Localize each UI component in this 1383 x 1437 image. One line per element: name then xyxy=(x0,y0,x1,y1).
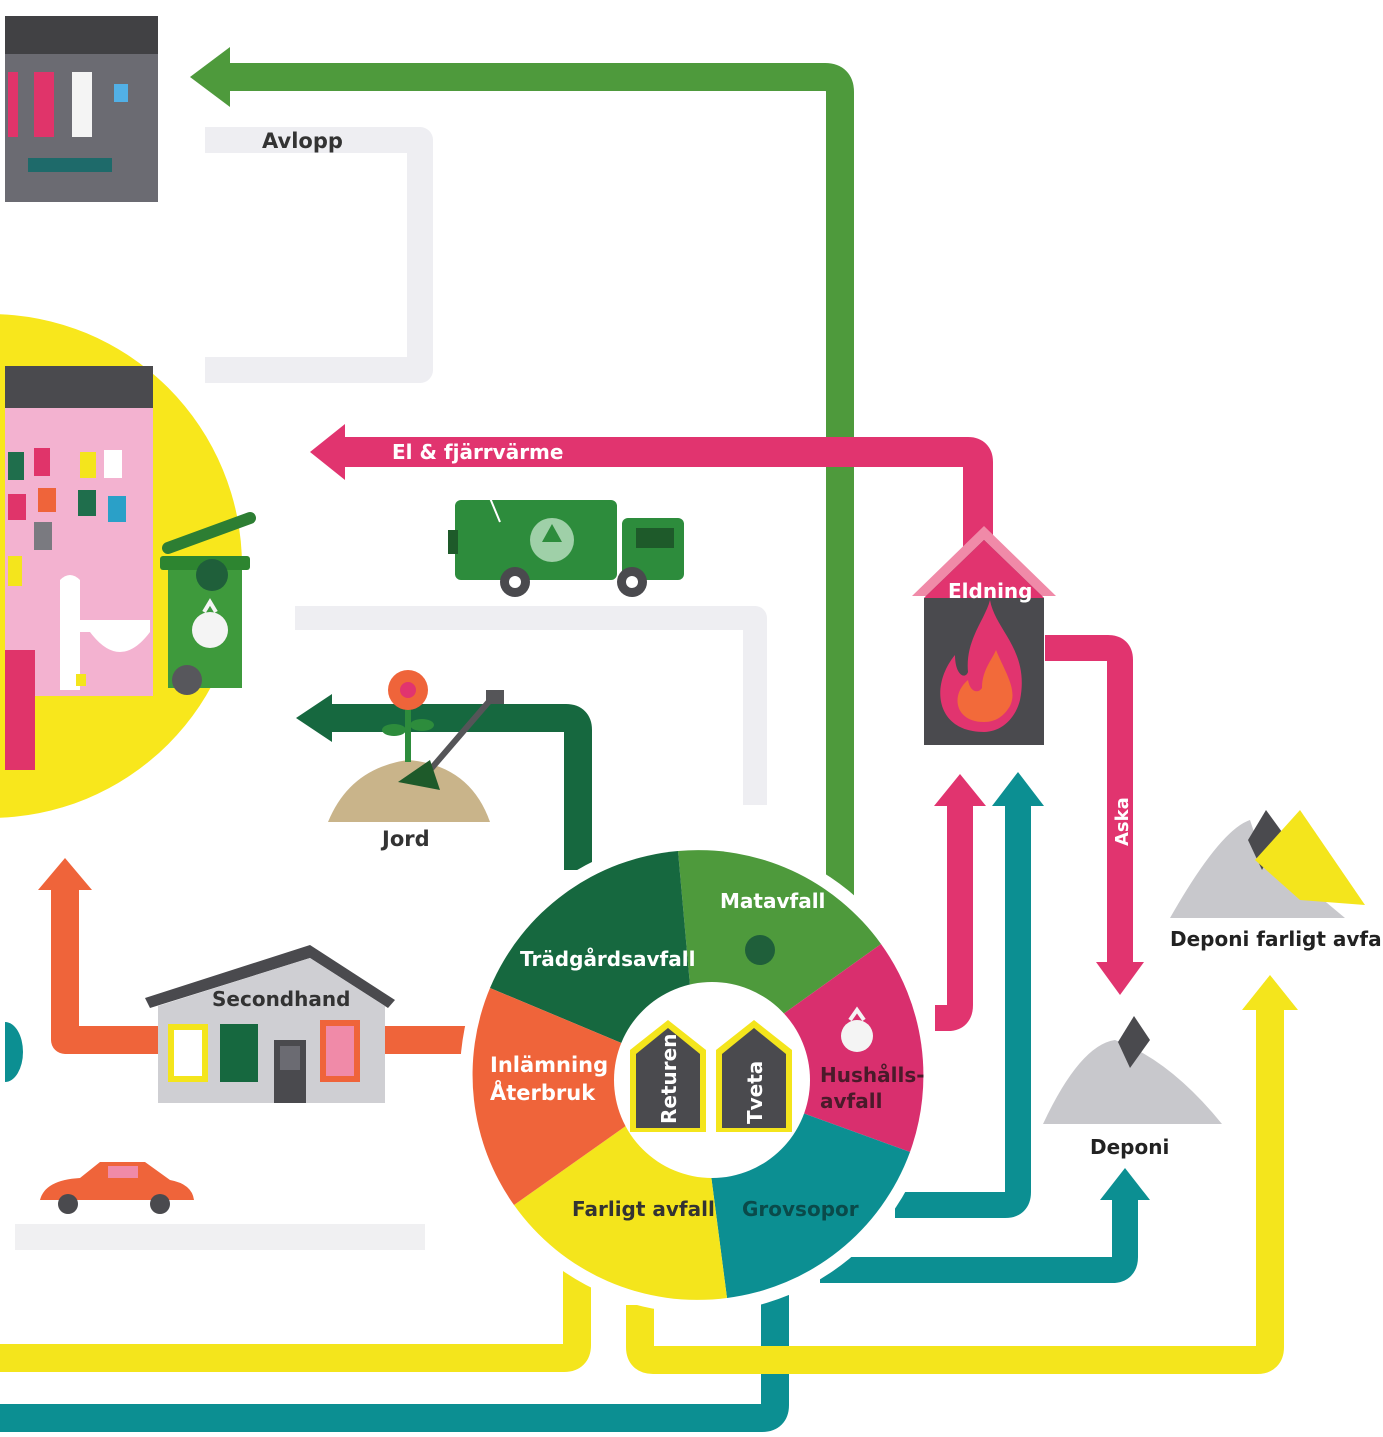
deponi-pile: Deponi xyxy=(1043,1016,1222,1159)
inlamning-arrowhead xyxy=(38,858,92,890)
farligt-deponi-arrowhead xyxy=(1242,975,1298,1010)
hushall-flow xyxy=(935,805,973,1031)
jord-soil: Jord xyxy=(328,670,504,851)
grovsopor-eldning-arrowhead xyxy=(992,772,1044,806)
deponi-label: Deponi xyxy=(1090,1135,1169,1159)
el-fjarrvarme-arrowhead xyxy=(310,424,345,480)
deponi-farligt-pile: Deponi farligt avfall xyxy=(1170,810,1383,951)
grovsopor-bottom-flow xyxy=(0,1290,789,1432)
aska-flow xyxy=(1045,635,1133,965)
deponi-farligt-label: Deponi farligt avfall xyxy=(1170,927,1383,951)
bag-icon xyxy=(196,559,228,591)
avlopp-label: Avlopp xyxy=(262,129,343,153)
house-icon: Secondhand xyxy=(145,945,395,1103)
aska-label: Aska xyxy=(1112,797,1133,846)
farligt-left-flow xyxy=(0,1270,591,1372)
waste-wheel: Returen Tveta Matavfall Trädgårdsavfall … xyxy=(460,837,936,1313)
segment-label-grovsopor: Grovsopor xyxy=(742,1197,859,1221)
center-label-returen: Returen xyxy=(657,1034,681,1124)
tradgard-flow xyxy=(332,704,592,870)
matavfall-flow xyxy=(230,63,854,905)
segment-label-inlamning-1: Inlämning xyxy=(490,1053,608,1077)
teal-edge-mark xyxy=(5,1022,23,1082)
center-label-tveta: Tveta xyxy=(743,1061,767,1124)
segment-label-hushall-2: avfall xyxy=(820,1089,882,1113)
segment-label-inlamning-2: Återbruk xyxy=(490,1080,596,1105)
hushall-arrowhead xyxy=(934,774,986,806)
secondhand-label: Secondhand xyxy=(212,987,350,1011)
jord-label: Jord xyxy=(380,827,430,851)
tradgard-arrowhead xyxy=(296,694,332,742)
truck-ghost-flow xyxy=(295,606,767,805)
eldning-label: Eldning xyxy=(948,579,1032,603)
flame-icon xyxy=(940,600,1022,732)
flower-icon xyxy=(382,670,434,762)
grovsopor-deponi-flow xyxy=(820,1200,1138,1283)
el-fjarrvarme-label: El & fjärrvärme xyxy=(392,440,563,464)
shovel-icon xyxy=(427,696,495,772)
recycling-truck-icon xyxy=(448,497,684,597)
segment-label-hushall-1: Hushålls- xyxy=(820,1063,925,1087)
aska-arrowhead xyxy=(1096,962,1144,995)
matavfall-arrowhead xyxy=(190,47,230,107)
trash-bin-icon xyxy=(160,512,256,695)
farligt-deponi-flow xyxy=(626,1010,1284,1374)
segment-label-tradgard: Trädgårdsavfall xyxy=(520,947,695,971)
el-fjarrvarme-flow xyxy=(345,437,993,560)
apartment-building xyxy=(5,366,153,770)
wheel-segment-inlamning[interactable] xyxy=(472,988,698,1205)
wheel-segment-hushall[interactable] xyxy=(698,944,924,1152)
bag-icon xyxy=(745,935,775,965)
grovsopor-eldning-flow xyxy=(895,805,1031,1218)
segment-label-matavfall: Matavfall xyxy=(720,889,825,913)
eldning-house: Eldning xyxy=(912,526,1056,745)
top-building xyxy=(5,16,158,202)
returen-house[interactable] xyxy=(630,1020,706,1132)
bag-icon xyxy=(192,612,228,648)
bag-icon xyxy=(841,1020,873,1052)
avlopp-ghost-flow xyxy=(205,127,433,383)
grovsopor-deponi-arrowhead xyxy=(1100,1168,1150,1200)
tveta-house[interactable] xyxy=(716,1020,792,1132)
segment-label-farligt: Farligt avfall xyxy=(572,1197,715,1221)
car-icon xyxy=(40,1162,194,1214)
